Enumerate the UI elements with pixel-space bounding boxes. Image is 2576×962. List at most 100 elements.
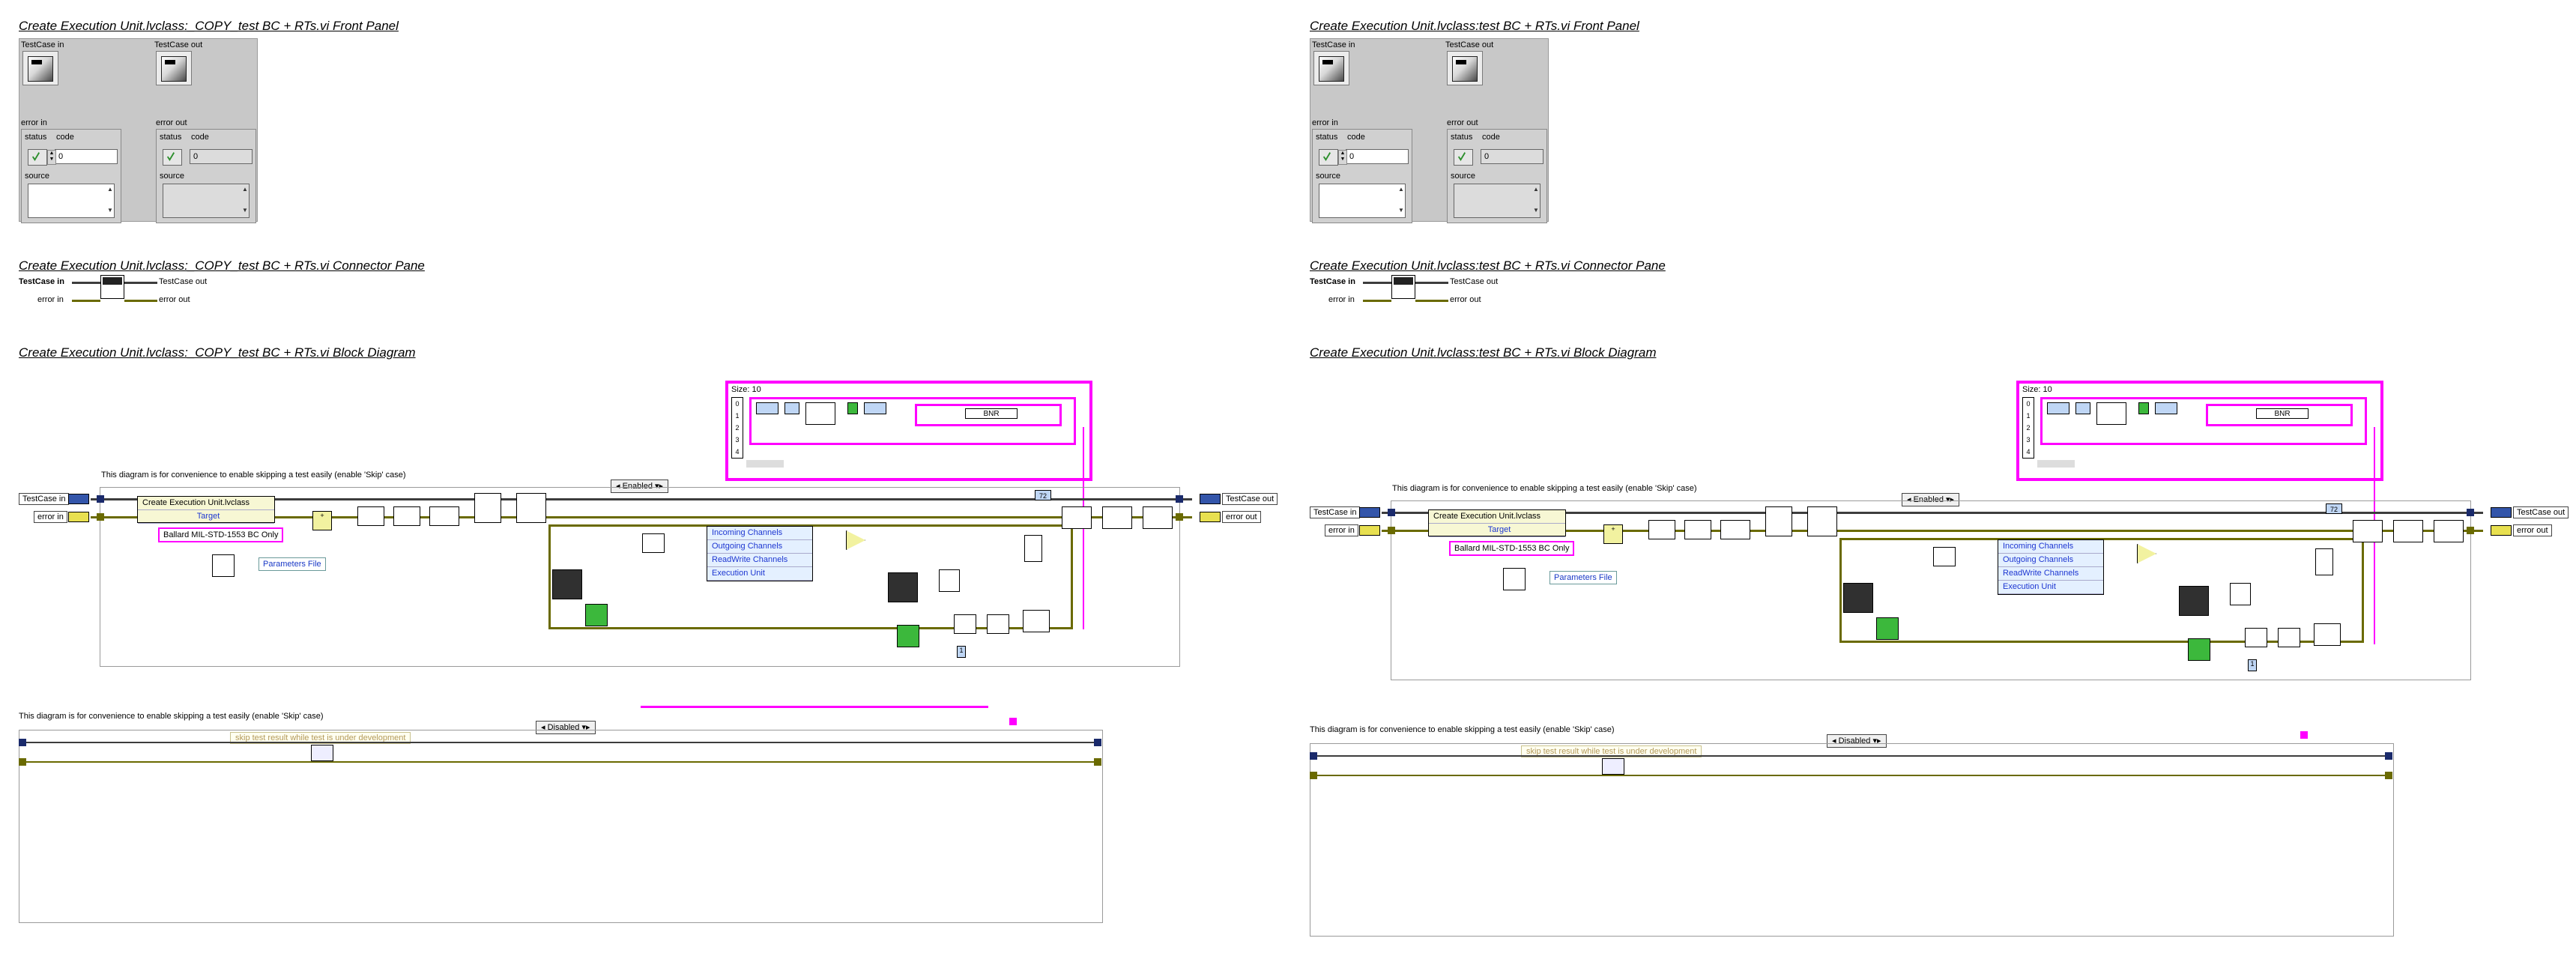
enum-selector[interactable]: BNR [965,408,1018,419]
build-array-node[interactable] [2315,548,2333,575]
testcase-in-control[interactable] [1313,51,1349,85]
numeric-constant[interactable]: 72 [1035,490,1051,500]
merge-node[interactable] [954,614,976,634]
array-element-cluster[interactable]: BNR [2040,397,2367,445]
status-node[interactable] [2434,520,2464,542]
format-node[interactable] [2278,628,2300,647]
scrollbar-icon[interactable]: ▲▼ [1533,186,1539,214]
vi-icon [1391,275,1415,299]
enabled-case-selector[interactable]: ◂ Enabled ▾▸ [611,480,669,493]
unbundle-node[interactable] [1102,506,1132,529]
scrollbar-icon[interactable]: ▲▼ [107,186,113,214]
array-constant[interactable]: Size: 10 0 1 2 3 4 BNR [725,381,1092,481]
create-unit-bundle[interactable]: Create Execution Unit.lvclass Target [1428,509,1566,537]
array-index: 3 [2026,436,2031,444]
source-input[interactable]: ▲▼ [28,184,115,218]
error-in-terminal[interactable]: error in [34,511,67,523]
enum-cluster[interactable]: BNR [915,404,1062,426]
bc-name-constant[interactable]: Ballard MIL-STD-1553 BC Only [1449,541,1575,556]
method-node[interactable] [1720,520,1750,539]
array-index-column[interactable]: 0 1 2 3 4 [731,397,743,459]
execution-bundle[interactable]: Incoming Channels Outgoing Channels Read… [1998,539,2104,595]
append-node[interactable] [1602,758,1624,775]
numeric-constant[interactable]: 72 [2326,503,2342,514]
input-tunnel [1310,752,1317,760]
source-input[interactable]: ▲▼ [1319,184,1406,218]
method-node[interactable] [1684,520,1711,539]
get-path-node[interactable] [1503,568,1526,590]
element-node [2138,402,2149,414]
get-path-node[interactable] [212,554,235,577]
unbundle-node[interactable] [2353,520,2383,542]
testcase-in-terminal[interactable]: TestCase in [1310,506,1361,518]
merge-node[interactable] [2245,628,2267,647]
error-out-terminal[interactable]: error out [1222,511,1261,523]
class-wire [72,282,100,284]
property-node[interactable] [642,533,665,553]
reference-node[interactable] [1843,583,1873,613]
run-node[interactable] [1876,617,1899,640]
index-constant[interactable]: 1 [2248,659,2257,671]
index-constant[interactable]: 1 [957,646,966,658]
array-scrollbar[interactable] [746,460,784,468]
reference-node[interactable] [2179,586,2209,616]
testcase-in-terminal[interactable]: TestCase in [19,493,70,505]
array-element-cluster[interactable]: BNR [749,397,1076,445]
code-node[interactable] [897,625,919,647]
array-constant[interactable]: Size: 10 0 1 2 3 4 BNR [2016,381,2383,481]
method-node[interactable] [429,506,459,526]
testcase-in-control[interactable] [22,51,58,85]
code-input[interactable]: ▲▼0 [1338,149,1409,165]
error-out-terminal[interactable]: error out [2513,524,2552,536]
code-node[interactable] [2188,638,2210,661]
scrollbar-icon[interactable]: ▲▼ [242,186,248,214]
testcase-out-label: TestCase out [1445,40,1494,49]
bc-name-constant[interactable]: Ballard MIL-STD-1553 BC Only [158,527,284,542]
add-node[interactable]: + [1603,524,1623,544]
testcase-out-terminal[interactable]: TestCase out [1222,493,1278,505]
parameters-file-node[interactable]: Parameters File [258,557,326,571]
case-node[interactable] [1765,506,1792,536]
dev-variant-node[interactable] [2230,583,2251,605]
dev-variant-node[interactable] [939,569,960,592]
increment-decrement-icon[interactable]: ▲▼ [47,150,56,165]
status-node[interactable] [1143,506,1173,529]
case-node[interactable] [1807,506,1837,536]
report-node[interactable] [2314,623,2341,646]
testcase-out-terminal[interactable]: TestCase out [2513,506,2569,518]
cp-testcase-in: TestCase in [19,277,64,286]
error-in-terminal[interactable]: error in [1325,524,1358,536]
method-node[interactable] [393,506,420,526]
case-node[interactable] [516,493,546,523]
skip-text-constant[interactable]: skip test result while test is under dev… [1521,745,1702,757]
append-node[interactable] [311,745,333,761]
array-scrollbar[interactable] [2037,460,2075,468]
build-array-node[interactable] [1024,535,1042,562]
report-node[interactable] [1023,610,1050,632]
skip-text-constant[interactable]: skip test result while test is under dev… [230,732,411,744]
status-toggle[interactable] [1319,149,1338,166]
scrollbar-icon[interactable]: ▲▼ [1398,186,1404,214]
add-node[interactable]: + [312,511,332,530]
enabled-case-selector[interactable]: ◂ Enabled ▾▸ [1902,493,1960,506]
execution-bundle[interactable]: Incoming Channels Outgoing Channels Read… [707,526,813,581]
reference-node[interactable] [888,572,918,602]
enum-selector[interactable]: BNR [2256,408,2309,419]
unbundle-node[interactable] [1062,506,1092,529]
increment-decrement-icon[interactable]: ▲▼ [1338,150,1347,165]
input-tunnel [19,758,26,766]
parameters-file-node[interactable]: Parameters File [1549,571,1617,584]
unbundle-node[interactable] [2393,520,2423,542]
method-node[interactable] [1648,520,1675,539]
run-node[interactable] [585,604,608,626]
enum-cluster[interactable]: BNR [2206,404,2353,426]
code-input[interactable]: ▲▼0 [47,149,118,165]
case-node[interactable] [474,493,501,523]
method-node[interactable] [357,506,384,526]
array-index-column[interactable]: 0 1 2 3 4 [2022,397,2034,459]
property-node[interactable] [1933,547,1956,566]
status-toggle[interactable] [28,149,47,166]
format-node[interactable] [987,614,1009,634]
reference-node[interactable] [552,569,582,599]
create-unit-bundle[interactable]: Create Execution Unit.lvclass Target [137,496,275,524]
